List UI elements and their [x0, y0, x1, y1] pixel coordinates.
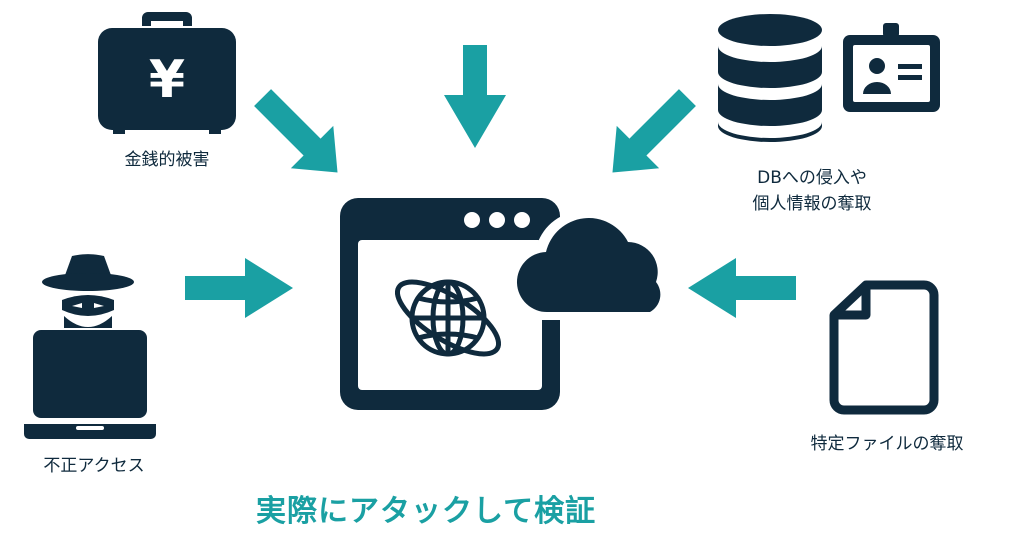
- arrow-down: [444, 45, 506, 148]
- diagram-title: 実際にアタックして検証: [256, 494, 597, 529]
- document-icon: [829, 280, 939, 415]
- arrows: [185, 45, 796, 318]
- hacker-icon: [42, 254, 134, 328]
- arrow-down-right: [254, 89, 338, 173]
- arrow-right: [185, 258, 293, 318]
- cloud-icon: [501, 210, 670, 321]
- yen-symbol: ¥: [149, 50, 185, 110]
- label-db-intrusion-line2: 個人情報の奪取: [752, 194, 872, 214]
- label-monetary-damage: 金銭的被害: [124, 150, 210, 170]
- database-icon: [718, 14, 822, 142]
- id-card-icon: [843, 23, 940, 112]
- laptop-icon: [24, 330, 156, 439]
- label-file-theft: 特定ファイルの奪取: [810, 434, 964, 454]
- arrow-down-left: [612, 89, 696, 173]
- globe-icon: [394, 279, 502, 357]
- arrow-left: [688, 258, 796, 318]
- label-db-intrusion-line1: DBへの侵入や: [757, 168, 867, 188]
- label-unauthorized-access: 不正アクセス: [43, 456, 145, 476]
- yen-briefcase-icon: ¥: [98, 12, 236, 134]
